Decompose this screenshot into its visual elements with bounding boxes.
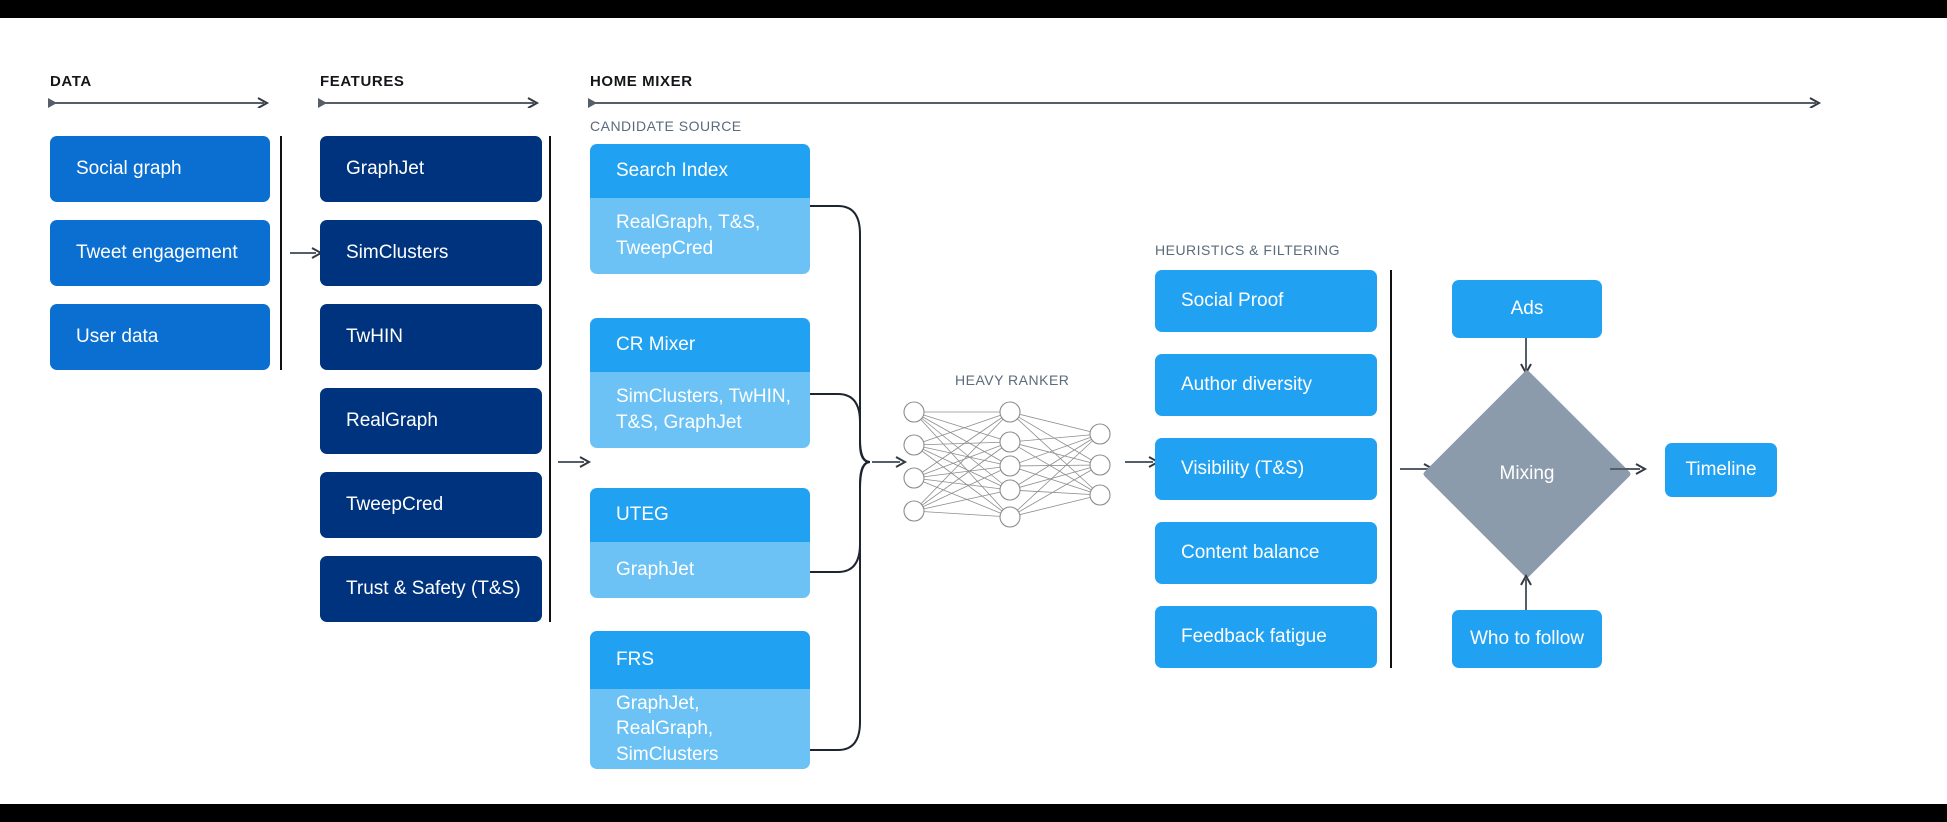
section-label-heuristics: HEURISTICS & FILTERING	[1155, 242, 1340, 258]
feature-box-tweepcred[interactable]: TweepCred	[320, 472, 542, 538]
heuristic-box-content-balance[interactable]: Content balance	[1155, 522, 1377, 584]
heuristic-box-social-proof[interactable]: Social Proof	[1155, 270, 1377, 332]
stage-label-features: FEATURES	[320, 73, 405, 90]
candidate-source-title: CR Mixer	[590, 318, 810, 372]
arrow-who-to-follow-to-mixing	[1520, 573, 1532, 611]
heavy-ranker-neural-network	[903, 401, 1111, 528]
candidate-source-card-search-index[interactable]: Search Index RealGraph, T&S, TweepCred	[590, 144, 810, 274]
arrow-features-to-candidate-source	[558, 456, 592, 468]
section-label-heavy-ranker: HEAVY RANKER	[955, 372, 1070, 388]
heuristic-box-author-diversity[interactable]: Author diversity	[1155, 354, 1377, 416]
candidate-source-detail: GraphJet, RealGraph, SimClusters	[590, 689, 810, 769]
data-box-social-graph[interactable]: Social graph	[50, 136, 270, 202]
output-box-timeline[interactable]: Timeline	[1665, 443, 1777, 497]
diagram-canvas: DATA FEATURES HOME MIXER CANDIDATE SOURC…	[0, 18, 1947, 804]
candidate-source-title: UTEG	[590, 488, 810, 542]
candidate-source-card-cr-mixer[interactable]: CR Mixer SimClusters, TwHIN, T&S, GraphJ…	[590, 318, 810, 448]
divider-features-home-mixer	[549, 136, 551, 622]
feature-box-twhin[interactable]: TwHIN	[320, 304, 542, 370]
feature-box-trust-safety[interactable]: Trust & Safety (T&S)	[320, 556, 542, 622]
stage-label-data: DATA	[50, 73, 92, 90]
divider-heuristics-mixing	[1390, 270, 1392, 668]
candidate-source-detail: RealGraph, T&S, TweepCred	[590, 198, 810, 274]
heuristic-box-visibility[interactable]: Visibility (T&S)	[1155, 438, 1377, 500]
divider-data-features	[280, 136, 282, 370]
data-box-user-data[interactable]: User data	[50, 304, 270, 370]
feature-box-simclusters[interactable]: SimClusters	[320, 220, 542, 286]
feature-box-graphjet[interactable]: GraphJet	[320, 136, 542, 202]
candidate-source-card-frs[interactable]: FRS GraphJet, RealGraph, SimClusters	[590, 631, 810, 769]
stage-arrow-data	[48, 97, 270, 108]
arrow-candidate-source-to-heavy-ranker	[872, 456, 908, 468]
feature-box-realgraph[interactable]: RealGraph	[320, 388, 542, 454]
candidate-source-title: Search Index	[590, 144, 810, 198]
candidate-source-title: FRS	[590, 631, 810, 689]
candidate-source-detail: GraphJet	[590, 542, 810, 598]
stage-arrow-features	[318, 97, 540, 108]
candidate-source-card-uteg[interactable]: UTEG GraphJet	[590, 488, 810, 598]
mixing-input-who-to-follow[interactable]: Who to follow	[1452, 610, 1602, 668]
arrow-mixing-to-timeline	[1610, 463, 1648, 475]
section-label-candidate-source: CANDIDATE SOURCE	[590, 118, 742, 134]
mixing-input-ads[interactable]: Ads	[1452, 280, 1602, 338]
stage-arrow-home-mixer	[588, 97, 1822, 108]
brace-candidate-sources	[810, 205, 871, 751]
heuristic-box-feedback-fatigue[interactable]: Feedback fatigue	[1155, 606, 1377, 668]
candidate-source-detail: SimClusters, TwHIN, T&S, GraphJet	[590, 372, 810, 448]
stage-label-home-mixer: HOME MIXER	[590, 73, 693, 90]
mixing-node-label: Mixing	[1499, 463, 1555, 484]
data-box-tweet-engagement[interactable]: Tweet engagement	[50, 220, 270, 286]
